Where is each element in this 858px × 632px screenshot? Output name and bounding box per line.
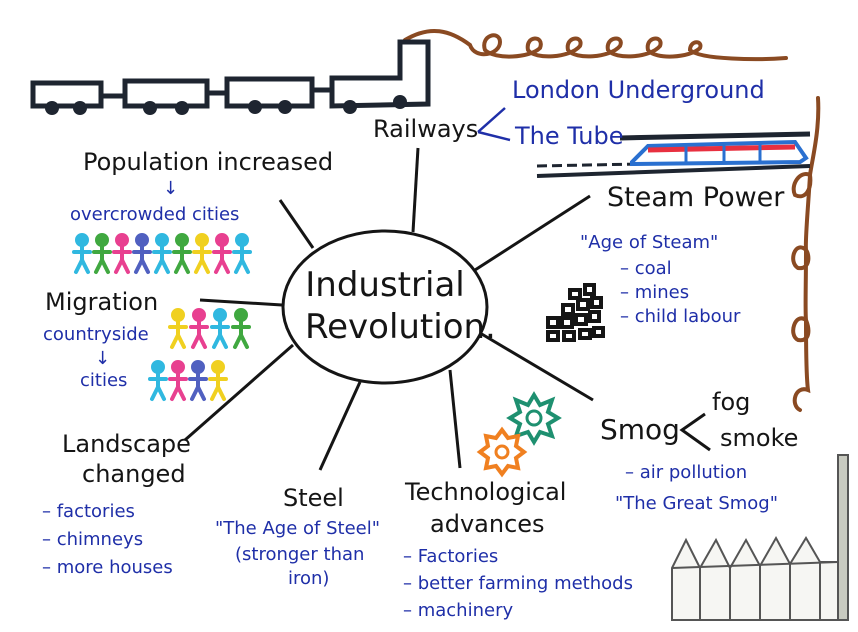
stick-figure bbox=[152, 233, 172, 274]
steam-item-1: – coal bbox=[620, 258, 672, 279]
stick-figure bbox=[92, 233, 112, 274]
gears-icon bbox=[476, 391, 562, 478]
steel-quote: "The Age of Steel" bbox=[215, 518, 380, 539]
stick-figure bbox=[168, 360, 188, 401]
stick-figure bbox=[168, 308, 188, 349]
central-ellipse bbox=[281, 229, 489, 385]
title-line2: Revolution. bbox=[305, 307, 496, 347]
stick-figure bbox=[232, 233, 252, 274]
technology-label-1: Technological bbox=[405, 478, 567, 506]
stick-figure bbox=[208, 360, 228, 401]
title-line1: Industrial bbox=[305, 265, 465, 305]
population-arrow: ↓ bbox=[163, 178, 179, 199]
railways-sub-1: London Underground bbox=[512, 76, 765, 104]
brown-rope-border bbox=[403, 28, 788, 62]
steel-note-2: iron) bbox=[288, 568, 330, 589]
smog-branch-fog: fog bbox=[712, 388, 751, 416]
technology-item-3: – machinery bbox=[403, 600, 514, 621]
railways-sub-2: The Tube bbox=[515, 122, 624, 150]
smog-branch-smoke: smoke bbox=[720, 424, 799, 452]
stick-figure bbox=[210, 308, 230, 349]
stick-figure bbox=[132, 233, 152, 274]
stick-figure bbox=[212, 233, 232, 274]
stick-figure bbox=[112, 233, 132, 274]
migration-to: cities bbox=[80, 370, 128, 391]
train-icon bbox=[30, 39, 431, 109]
landscape-item-1: – factories bbox=[42, 501, 135, 522]
factory-icon bbox=[671, 454, 849, 621]
steel-label: Steel bbox=[283, 484, 344, 512]
landscape-label-1: Landscape bbox=[62, 430, 191, 458]
stick-figure bbox=[189, 308, 209, 349]
coal-pile-icon bbox=[546, 283, 605, 342]
railways-label: Railways bbox=[373, 115, 479, 143]
smog-item-1: – air pollution bbox=[625, 462, 748, 483]
steam-item-2: – mines bbox=[620, 282, 690, 303]
stick-figure bbox=[172, 233, 192, 274]
smog-label: Smog bbox=[600, 413, 680, 446]
landscape-item-2: – chimneys bbox=[42, 529, 144, 550]
brown-rope-side bbox=[791, 96, 821, 412]
migration-label: Migration bbox=[45, 288, 159, 316]
stick-figure bbox=[148, 360, 168, 401]
technology-item-2: – better farming methods bbox=[403, 573, 633, 594]
steam-label: Steam Power bbox=[607, 182, 785, 213]
technology-label-2: advances bbox=[430, 510, 545, 538]
technology-item-1: – Factories bbox=[403, 546, 499, 567]
steam-item-3: – child labour bbox=[620, 306, 741, 327]
stick-figure bbox=[231, 308, 251, 349]
population-sub: overcrowded cities bbox=[70, 204, 240, 225]
migration-from: countryside bbox=[43, 324, 149, 345]
spokes bbox=[184, 147, 594, 471]
train-wheels bbox=[45, 95, 407, 115]
steam-quote: "Age of Steam" bbox=[580, 232, 719, 253]
population-label: Population increased bbox=[83, 148, 334, 176]
stick-figures-icon bbox=[72, 233, 252, 401]
steel-note-1: (stronger than bbox=[235, 544, 365, 565]
landscape-label-2: changed bbox=[82, 460, 186, 488]
migration-arrow: ↓ bbox=[95, 348, 111, 369]
stick-figure bbox=[72, 233, 92, 274]
tube-train-icon bbox=[536, 131, 811, 178]
stick-figure bbox=[192, 233, 212, 274]
landscape-item-3: – more houses bbox=[42, 557, 173, 578]
stick-figure bbox=[188, 360, 208, 401]
smog-item-2: "The Great Smog" bbox=[615, 493, 778, 514]
